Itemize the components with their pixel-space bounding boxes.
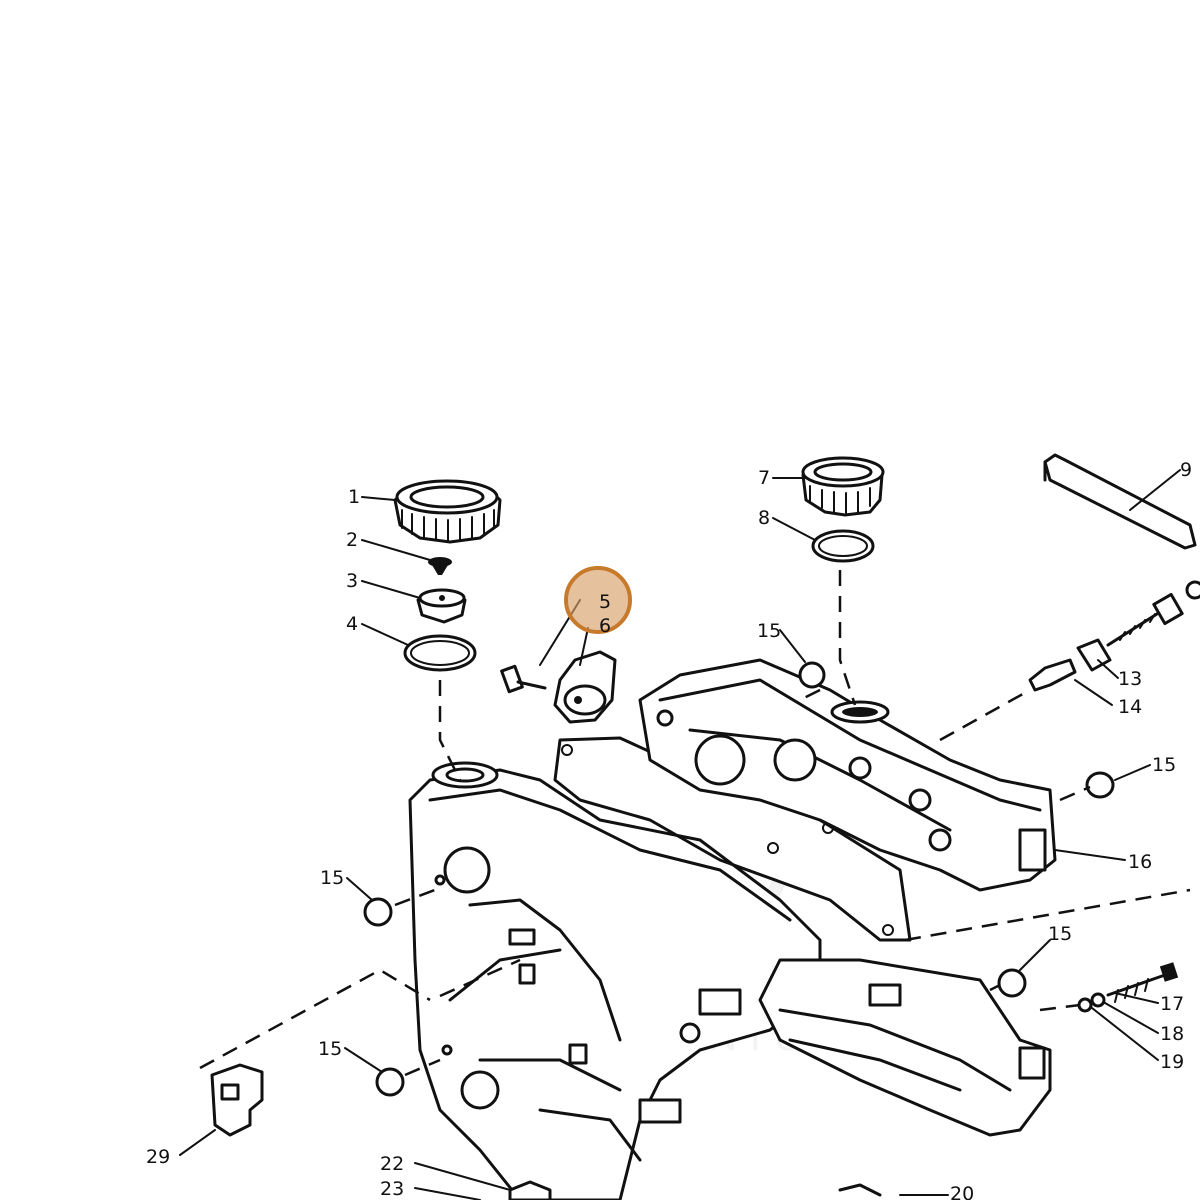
part-9-rod xyxy=(1043,453,1197,550)
part-18-washer xyxy=(1090,992,1106,1008)
crankcase-front xyxy=(408,761,822,1200)
leader-lines xyxy=(179,469,1181,1200)
callout-6: 6 xyxy=(599,615,611,637)
callout-8: 8 xyxy=(758,507,770,529)
callout-labels: 1 2 3 4 5 6 7 8 9 13 14 15 15 15 15 15 1… xyxy=(146,459,1192,1200)
callout-20: 20 xyxy=(950,1183,974,1200)
part-3-plate xyxy=(416,588,467,624)
callout-15-b: 15 xyxy=(1152,754,1176,776)
callout-15-a: 15 xyxy=(757,620,781,642)
callout-4: 4 xyxy=(346,613,358,635)
callout-9: 9 xyxy=(1180,459,1192,481)
part-7-gear-cap xyxy=(801,456,885,517)
part-15-plugs xyxy=(363,661,1115,1097)
part-14-nut xyxy=(1028,658,1077,692)
callout-17: 17 xyxy=(1160,993,1184,1015)
callout-23: 23 xyxy=(380,1178,404,1200)
callout-7: 7 xyxy=(758,467,770,489)
part-8-o-ring xyxy=(811,529,875,563)
part-5-bolt xyxy=(500,664,547,694)
callout-18: 18 xyxy=(1160,1023,1184,1045)
callout-14: 14 xyxy=(1118,696,1142,718)
callout-1: 1 xyxy=(348,486,360,508)
callout-2: 2 xyxy=(346,529,358,551)
callout-15-e: 15 xyxy=(318,1038,342,1060)
part-4-o-ring xyxy=(403,634,477,672)
callout-15-d: 15 xyxy=(1048,923,1072,945)
part-22-pin xyxy=(508,1180,552,1200)
part-20-plate xyxy=(838,1183,882,1197)
callout-15-c: 15 xyxy=(320,867,344,889)
crankcase-rear xyxy=(758,958,1052,1137)
part-1-gear-cap xyxy=(393,479,502,544)
callout-16: 16 xyxy=(1128,851,1152,873)
callout-13: 13 xyxy=(1118,668,1142,690)
callout-22: 22 xyxy=(380,1153,404,1175)
part-2-screw xyxy=(428,557,452,575)
part-17-bolt xyxy=(1106,962,1179,1003)
part-19-nut xyxy=(1077,997,1093,1013)
upper-crankcase xyxy=(638,658,1057,892)
highlight-marker xyxy=(564,566,632,634)
callout-5: 5 xyxy=(599,591,611,613)
part-29-bracket xyxy=(210,1063,264,1137)
part-6-housing xyxy=(553,650,617,724)
part-13-adjuster xyxy=(1076,580,1200,672)
callout-3: 3 xyxy=(346,570,358,592)
callout-29: 29 xyxy=(146,1146,170,1168)
callout-19: 19 xyxy=(1160,1051,1184,1073)
assembly-lines xyxy=(199,570,1191,1077)
